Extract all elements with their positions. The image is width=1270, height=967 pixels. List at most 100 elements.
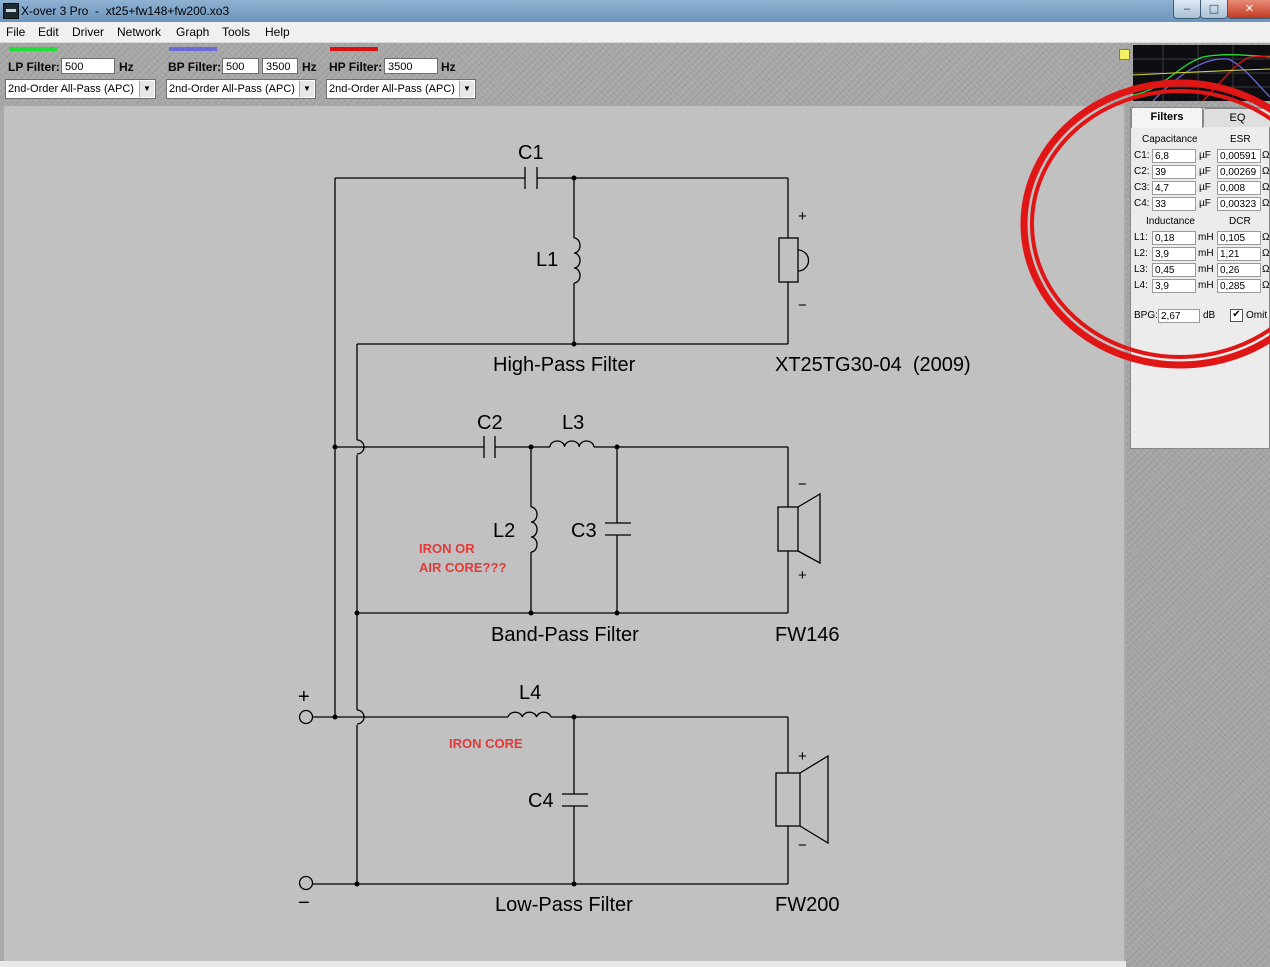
- l1-value-input[interactable]: 0,18: [1152, 231, 1196, 245]
- menu-network[interactable]: Network: [117, 25, 162, 39]
- c2-ohm: Ω: [1262, 166, 1270, 177]
- l2-dcr-input[interactable]: 1,21: [1217, 247, 1261, 261]
- label-l1: L1: [536, 249, 558, 271]
- c4-esr-input[interactable]: 0,00323: [1217, 197, 1261, 211]
- lp-unit: Hz: [119, 60, 134, 74]
- label-c2: C2: [477, 412, 503, 434]
- menu-graph[interactable]: Graph: [176, 25, 210, 39]
- capacitance-header: Capacitance: [1142, 134, 1198, 145]
- lp-frequency-input[interactable]: 500: [61, 58, 115, 74]
- l1-label: L1:: [1134, 232, 1148, 243]
- l3-ohm: Ω: [1262, 264, 1270, 275]
- c2-label: C2:: [1134, 166, 1150, 177]
- l3-label: L3:: [1134, 264, 1148, 275]
- label-c3: C3: [571, 520, 597, 542]
- c4-label: C4:: [1134, 198, 1150, 209]
- c2-esr-input[interactable]: 0,00269: [1217, 165, 1261, 179]
- c4-value-input[interactable]: 33: [1152, 197, 1196, 211]
- hp-filter-label: HP Filter:: [329, 60, 383, 74]
- label-l2: L2: [493, 520, 515, 542]
- label-l3: L3: [562, 412, 584, 434]
- indicator-icon[interactable]: [1119, 49, 1130, 60]
- bpg-unit: dB: [1203, 310, 1216, 321]
- omit-checkbox[interactable]: ✔: [1230, 309, 1243, 322]
- mid-minus: −: [798, 476, 807, 493]
- omit-label: Omit: [1246, 310, 1268, 321]
- l1-unit: mH: [1198, 232, 1214, 243]
- l3-dcr-input[interactable]: 0,26: [1217, 263, 1261, 277]
- bp-high-input[interactable]: 3500: [262, 58, 298, 74]
- c3-value-input[interactable]: 4,7: [1152, 181, 1196, 195]
- c3-esr-input[interactable]: 0,008: [1217, 181, 1261, 195]
- l1-dcr-input[interactable]: 0,105: [1217, 231, 1261, 245]
- hp-type-select[interactable]: 2nd-Order All-Pass (APC) ▼: [326, 79, 476, 99]
- capacitor-symbols: [483, 167, 631, 807]
- c2-value-input[interactable]: 39: [1152, 165, 1196, 179]
- bp-type-select[interactable]: 2nd-Order All-Pass (APC) ▼: [166, 79, 316, 99]
- menu-help[interactable]: Help: [265, 25, 290, 39]
- schematic-canvas[interactable]: [4, 106, 1124, 961]
- l4-unit: mH: [1198, 280, 1214, 291]
- c1-esr-input[interactable]: 0,00591: [1217, 149, 1261, 163]
- window-title: X-over 3 Pro - xt25+fw148+fw200.xo3: [21, 4, 230, 18]
- c1-value-input[interactable]: 6,8: [1152, 149, 1196, 163]
- l2-unit: mH: [1198, 248, 1214, 259]
- l2-ohm: Ω: [1262, 248, 1270, 259]
- l4-label: L4:: [1134, 280, 1148, 291]
- menu-driver[interactable]: Driver: [72, 25, 104, 39]
- chevron-down-icon[interactable]: ▼: [299, 81, 314, 97]
- chevron-down-icon[interactable]: ▼: [139, 81, 154, 97]
- bp-color-swatch: [169, 47, 217, 51]
- section-high-pass: High-Pass Filter: [493, 354, 636, 376]
- bp-type-value: 2nd-Order All-Pass (APC): [169, 83, 295, 95]
- l3-value-input[interactable]: 0,45: [1152, 263, 1196, 277]
- label-c1: C1: [518, 142, 544, 164]
- l4-dcr-input[interactable]: 0,285: [1217, 279, 1261, 293]
- title-bar: X-over 3 Pro - xt25+fw148+fw200.xo3 ‒ □ …: [0, 0, 1270, 22]
- l2-label: L2:: [1134, 248, 1148, 259]
- menu-file[interactable]: File: [6, 25, 26, 39]
- lp-type-value: 2nd-Order All-Pass (APC): [8, 83, 134, 95]
- bp-filter-label: BP Filter:: [168, 60, 222, 74]
- close-button[interactable]: ✕: [1227, 0, 1270, 19]
- l4-ohm: Ω: [1262, 280, 1270, 291]
- l2-value-input[interactable]: 3,9: [1152, 247, 1196, 261]
- bp-unit: Hz: [302, 60, 317, 74]
- bpg-input[interactable]: 2,67: [1158, 309, 1200, 323]
- chevron-down-icon[interactable]: ▼: [459, 81, 474, 97]
- annotation-iron-core: IRON CORE: [449, 736, 523, 751]
- tab-eq[interactable]: EQ: [1203, 108, 1270, 127]
- tab-filters[interactable]: Filters: [1131, 107, 1203, 128]
- annotation-iron-or: IRON OR: [419, 541, 475, 556]
- woofer-plus: +: [798, 748, 807, 765]
- bp-low-input[interactable]: 500: [222, 58, 259, 74]
- menu-bar: File Edit Driver Network Graph Tools Hel…: [0, 22, 1270, 43]
- tweeter-plus: +: [798, 208, 807, 225]
- menu-edit[interactable]: Edit: [38, 25, 59, 39]
- c4-ohm: Ω: [1262, 198, 1270, 209]
- c3-ohm: Ω: [1262, 182, 1270, 193]
- label-c4: C4: [528, 790, 554, 812]
- driver-tweeter: XT25TG30-04 (2009): [775, 354, 971, 376]
- inductance-header: Inductance: [1146, 216, 1195, 227]
- hp-frequency-input[interactable]: 3500: [384, 58, 438, 74]
- woofer-minus: −: [798, 837, 807, 854]
- hp-unit: Hz: [441, 60, 456, 74]
- l1-ohm: Ω: [1262, 232, 1270, 243]
- lp-color-swatch: [9, 47, 57, 51]
- l4-value-input[interactable]: 3,9: [1152, 279, 1196, 293]
- lp-filter-label: LP Filter:: [8, 60, 60, 74]
- dcr-header: DCR: [1229, 216, 1251, 227]
- section-low-pass: Low-Pass Filter: [495, 894, 633, 916]
- c1-unit: µF: [1199, 150, 1211, 161]
- label-l4: L4: [519, 682, 541, 704]
- highlight-circle: [1020, 79, 1270, 369]
- driver-mid: FW146: [775, 624, 839, 646]
- l3-unit: mH: [1198, 264, 1214, 275]
- lp-type-select[interactable]: 2nd-Order All-Pass (APC) ▼: [5, 79, 156, 99]
- tweeter-minus: −: [798, 297, 807, 314]
- junction-dots: [332, 175, 620, 887]
- wires: [313, 177, 789, 885]
- menu-tools[interactable]: Tools: [222, 25, 251, 39]
